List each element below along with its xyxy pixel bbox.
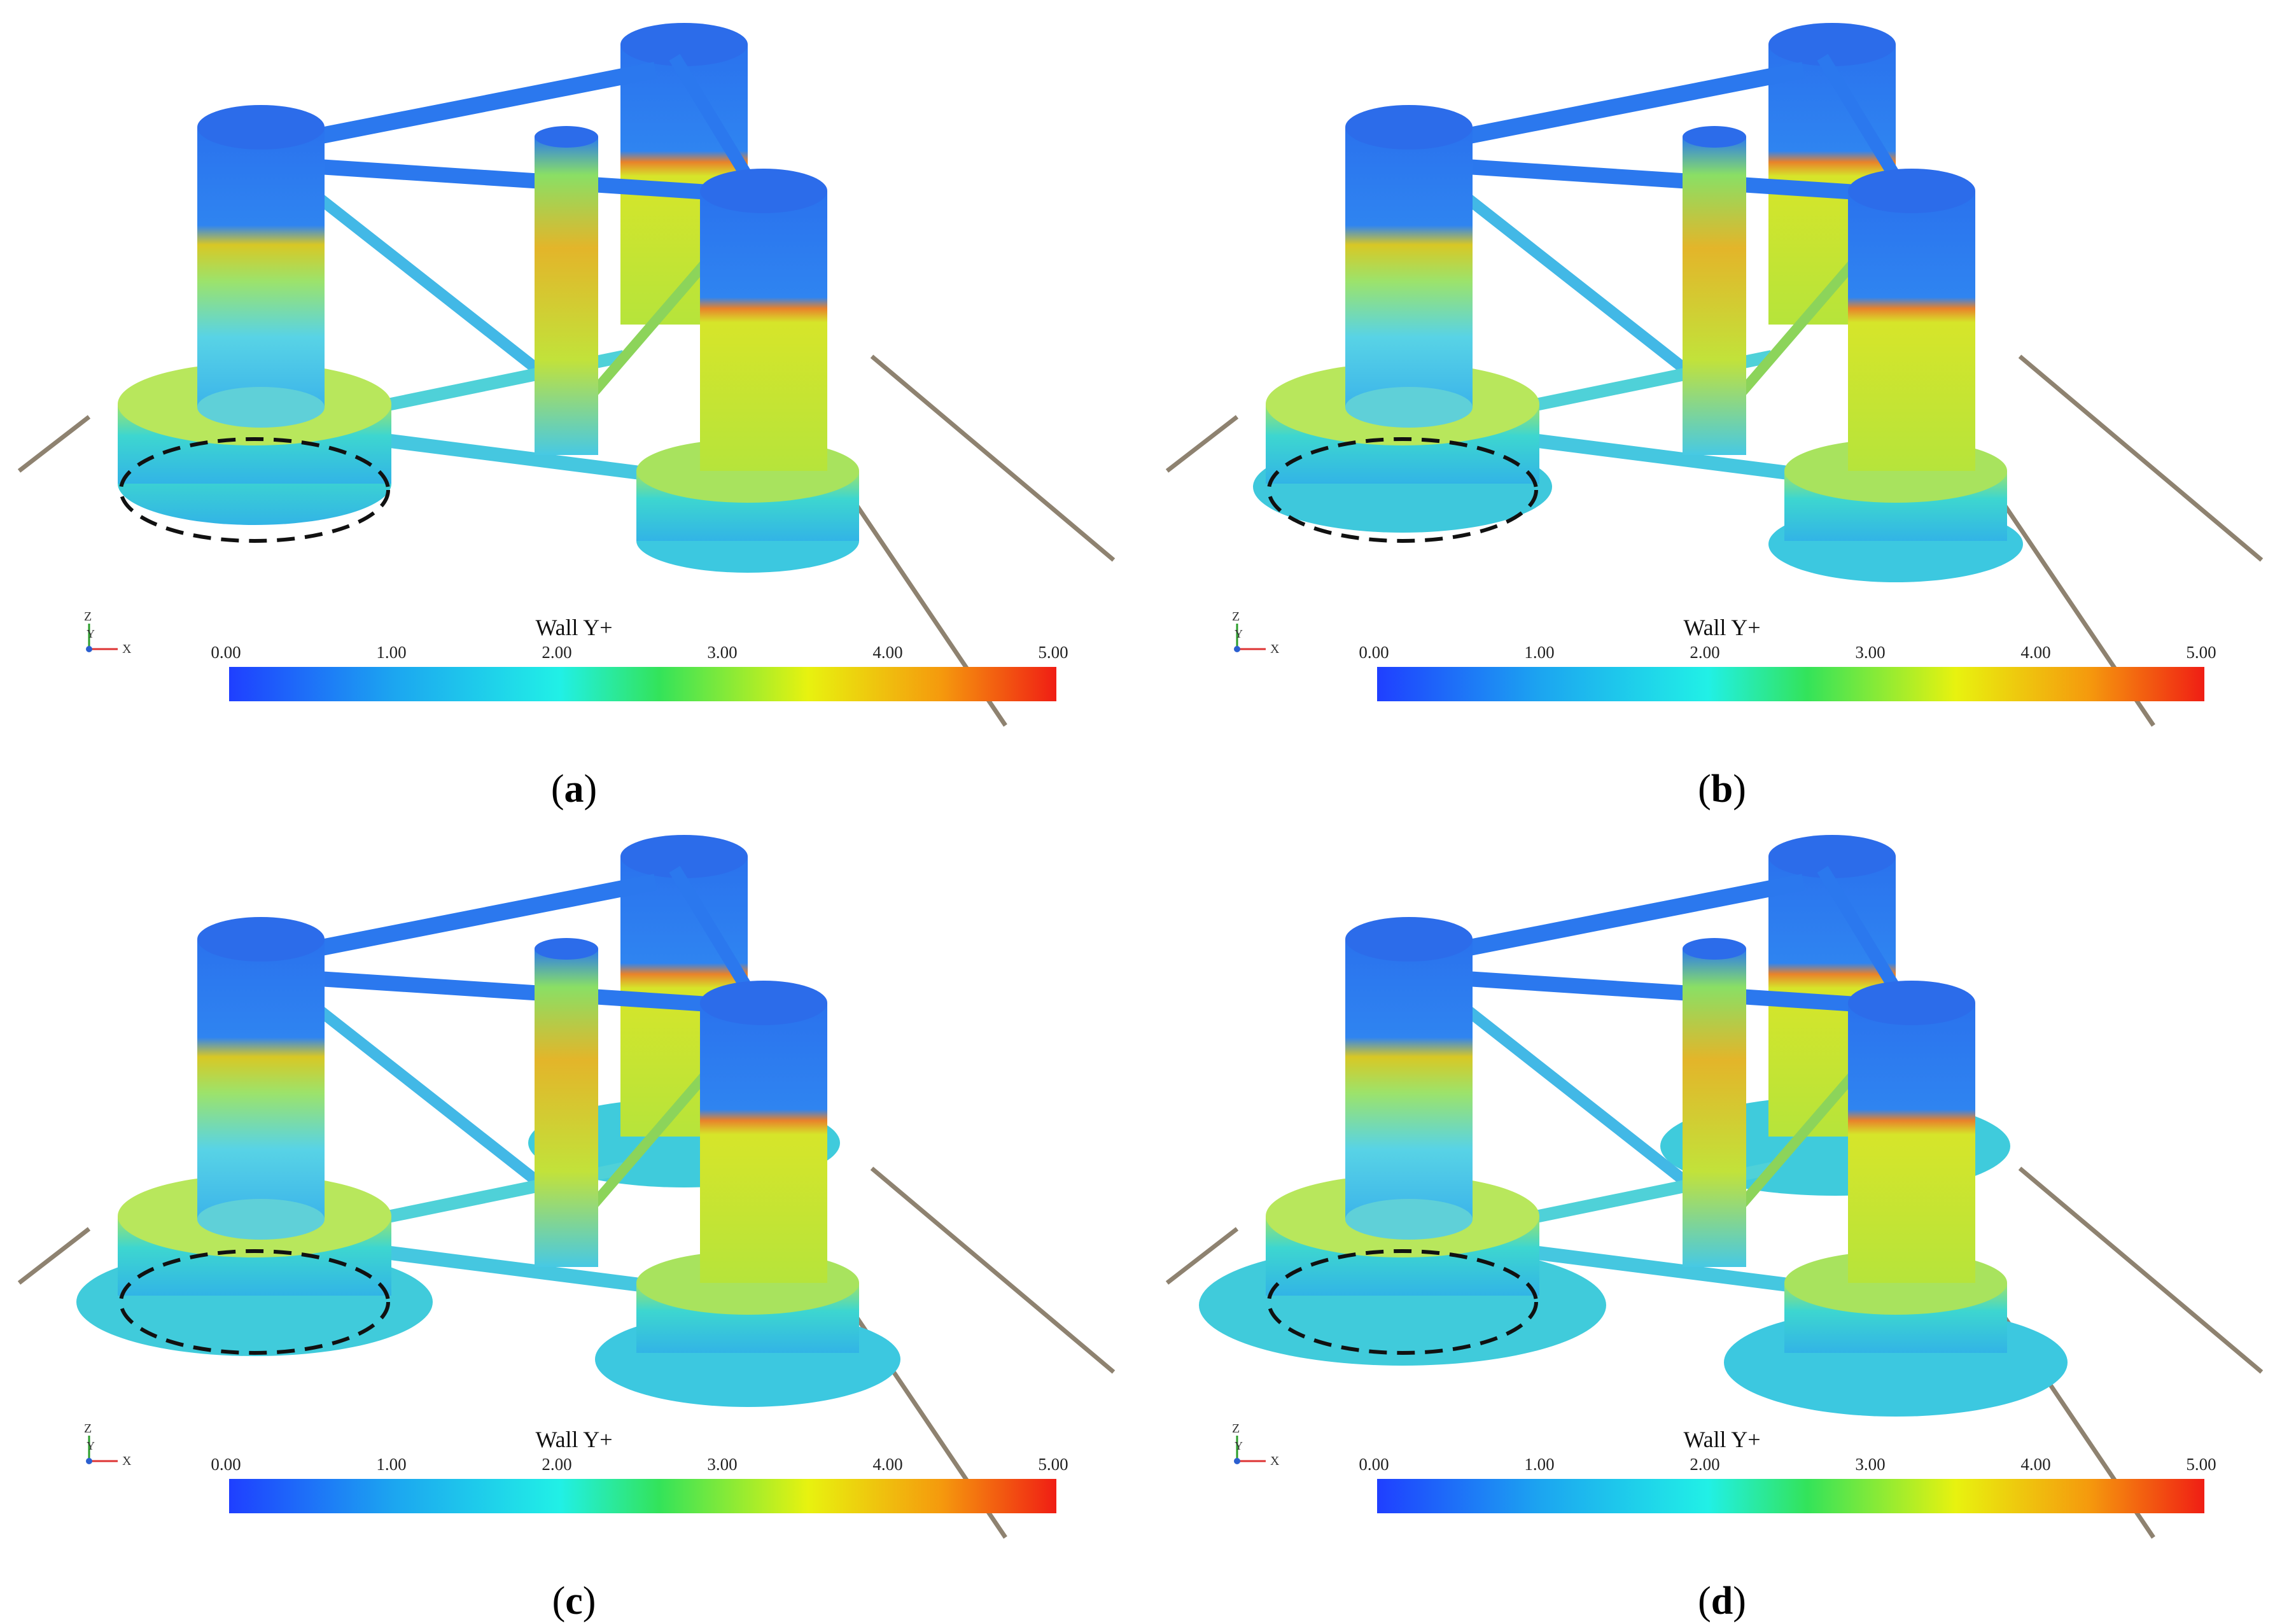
axis-x-label: X [122,642,132,656]
colorbar-tick: 4.00 [2020,643,2051,662]
colorbar-tick: 1.00 [376,643,407,662]
colorbar-tick: 3.00 [707,643,738,662]
platform-rendering [1165,835,2264,1539]
colorbar-title: Wall Y+ [1683,1427,1761,1452]
colorbar-tick: 2.00 [1690,643,1720,662]
panel-c: Z Y X Wall Y+ 0.00 1.00 2.00 3.00 4.00 5… [0,812,1148,1624]
panel-caption: (b) [1698,767,1746,811]
colorbar-title: Wall Y+ [1683,615,1761,640]
colorbar-tick: 0.00 [211,643,241,662]
colorbar [1377,1479,2204,1513]
axis-y-label: Y [1235,1439,1243,1452]
colorbar-tick: 4.00 [872,1455,903,1474]
colorbar-tick: 3.00 [1855,643,1886,662]
axis-z-label: Z [1232,1422,1240,1436]
colorbar-tick: 0.00 [1359,643,1389,662]
platform-rendering [17,23,1116,727]
colorbar-tick: 3.00 [1855,1455,1886,1474]
axis-x-label: X [122,1454,132,1468]
axis-y-label: Y [1235,627,1243,640]
colorbar-tick: 4.00 [2020,1455,2051,1474]
panel-caption: (a) [550,767,598,811]
axis-z-label: Z [84,1422,92,1436]
panel-b: Z Y X Wall Y+ 0.00 1.00 2.00 3.00 4.00 5… [1148,0,2296,812]
axis-x-label: X [1270,642,1280,656]
colorbar-tick: 1.00 [1524,1455,1555,1474]
panel-a: Z Y X Wall Y+ 0.00 1.00 2.00 3.00 4.00 5… [0,0,1148,812]
colorbar-tick: 2.00 [542,1455,572,1474]
colorbar-tick: 1.00 [376,1455,407,1474]
axis-x-label: X [1270,1454,1280,1468]
platform-rendering [1165,23,2264,727]
colorbar-tick: 4.00 [872,643,903,662]
colorbar-tick: 0.00 [1359,1455,1389,1474]
colorbar [1377,667,2204,701]
panel-caption: (c) [552,1579,596,1623]
colorbar [229,1479,1056,1513]
colorbar-tick: 5.00 [2186,643,2216,662]
colorbar [229,667,1056,701]
colorbar-tick: 1.00 [1524,643,1555,662]
colorbar-tick: 2.00 [542,643,572,662]
colorbar-tick: 5.00 [1038,1455,1068,1474]
panel-d: Z Y X Wall Y+ 0.00 1.00 2.00 3.00 4.00 5… [1148,812,2296,1624]
axis-y-label: Y [87,1439,95,1452]
axis-z-label: Z [84,610,92,624]
axis-triad: Z Y X [1218,605,1288,662]
colorbar-tick: 2.00 [1690,1455,1720,1474]
axis-y-label: Y [87,627,95,640]
axis-triad: Z Y X [70,1417,140,1474]
colorbar-title: Wall Y+ [535,1427,613,1452]
colorbar-tick: 5.00 [1038,643,1068,662]
axis-z-label: Z [1232,610,1240,624]
colorbar-tick: 0.00 [211,1455,241,1474]
colorbar-tick: 5.00 [2186,1455,2216,1474]
platform-rendering [17,835,1116,1539]
panel-caption: (d) [1698,1579,1746,1623]
axis-triad: Z Y X [1218,1417,1288,1474]
axis-triad: Z Y X [70,605,140,662]
colorbar-tick: 3.00 [707,1455,738,1474]
colorbar-title: Wall Y+ [535,615,613,640]
